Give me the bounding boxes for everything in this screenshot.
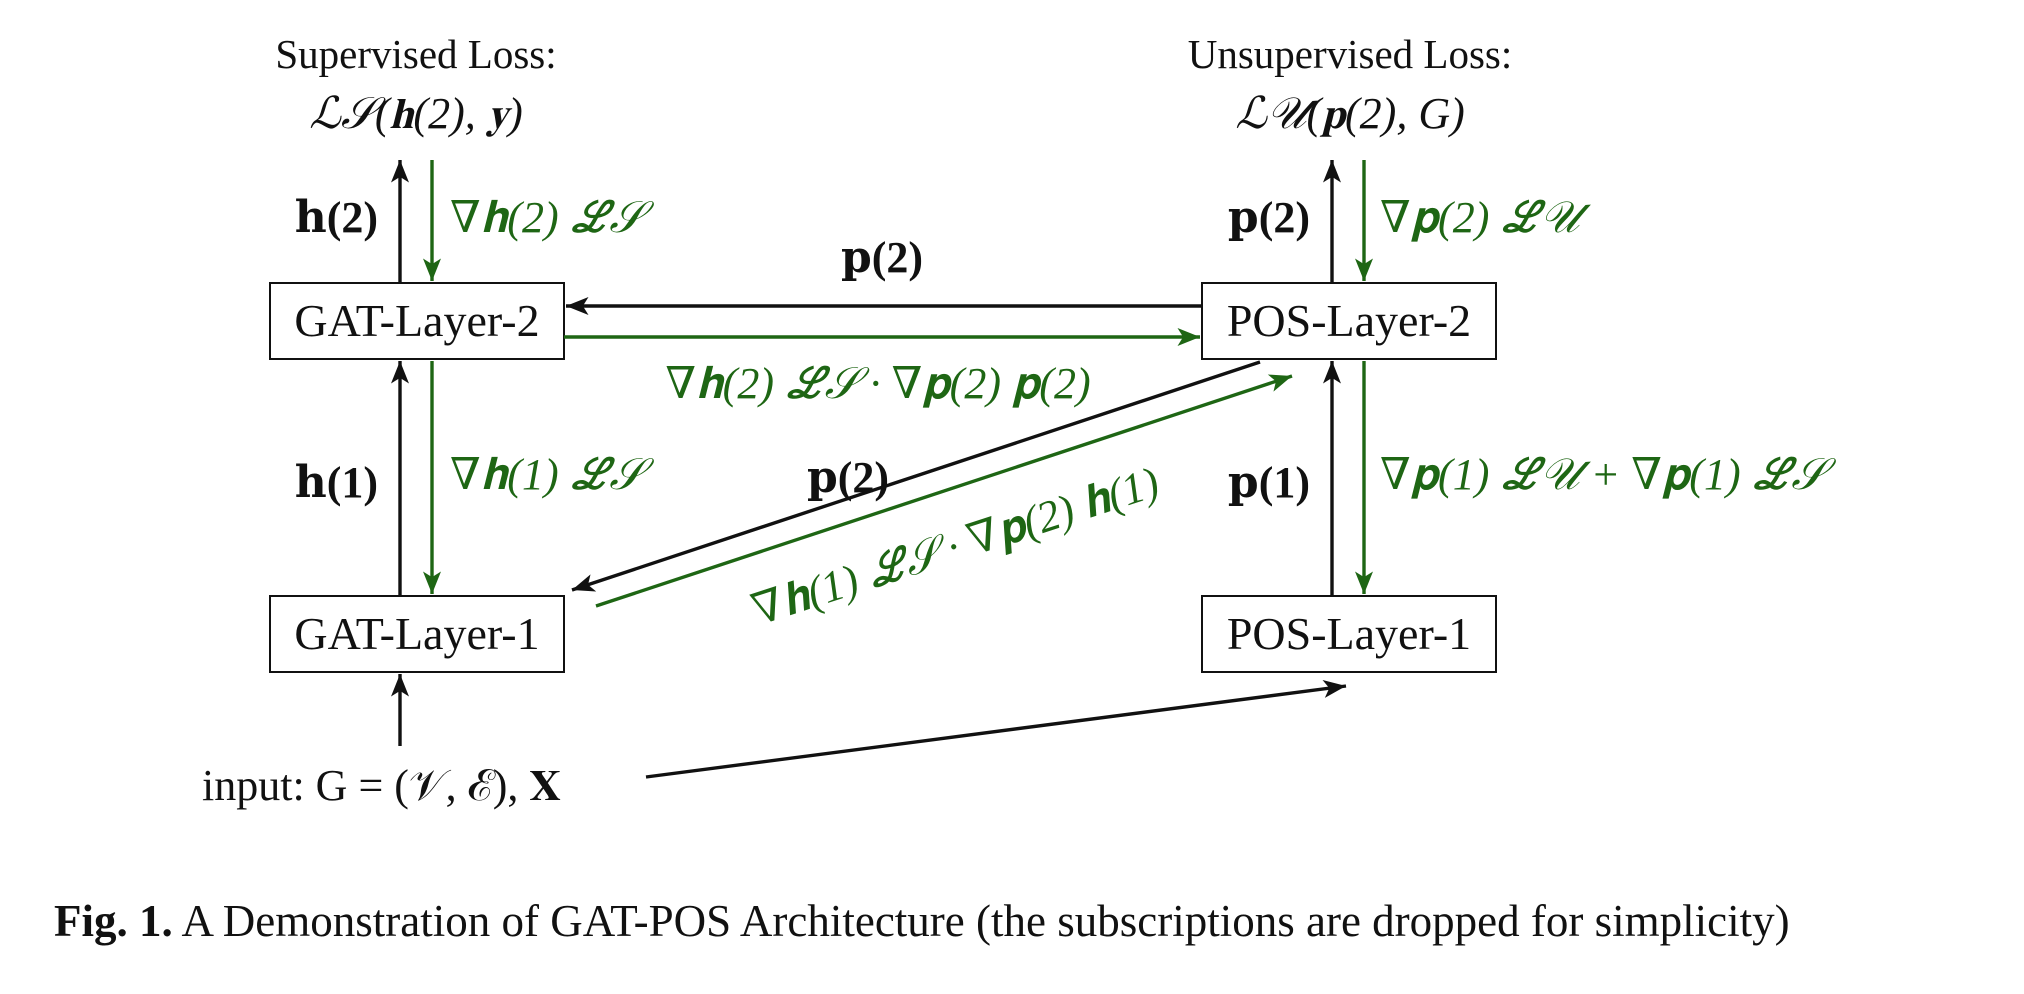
label-grad-h1: ∇𝐡(1) ℒ𝒮 xyxy=(450,450,654,499)
pos-layer-2-box: POS-Layer-2 xyxy=(1201,282,1497,360)
pos-layer-1-label: POS-Layer-1 xyxy=(1227,608,1471,659)
pos-layer-2-label: POS-Layer-2 xyxy=(1227,295,1471,346)
pos-layer-1-box: POS-Layer-1 xyxy=(1201,595,1497,673)
gat-layer-2-box: GAT-Layer-2 xyxy=(269,282,565,360)
label-p1: 𝐩(1) xyxy=(1228,458,1310,507)
gat-layer-1-label: GAT-Layer-1 xyxy=(294,608,539,659)
unsupervised-loss-formula: ℒ𝒰(𝐩(2), G) xyxy=(1235,89,1465,138)
caption-text: A Demonstration of GAT-POS Architecture … xyxy=(181,896,1790,946)
arrow-pos2-to-gat1 xyxy=(571,360,1261,592)
caption-label: Fig. 1. xyxy=(54,896,173,946)
arrow-input-to-pos1 xyxy=(645,679,1347,779)
arrow-grad-gat1-to-pos2 xyxy=(595,374,1293,608)
gat-layer-2-label: GAT-Layer-2 xyxy=(294,295,539,346)
unsupervised-loss-title: Unsupervised Loss: xyxy=(1188,31,1513,77)
figure-caption: Fig. 1. A Demonstration of GAT-POS Archi… xyxy=(54,895,1790,947)
input-label: input: G = (𝒱, ℰ), 𝐗 xyxy=(202,761,561,810)
label-p2-horizontal: 𝐩(2) xyxy=(841,233,923,282)
gat-layer-1-box: GAT-Layer-1 xyxy=(269,595,565,673)
label-grad-h2: ∇𝐡(2) ℒ𝒮 xyxy=(450,193,654,242)
label-h1: 𝐡(1) xyxy=(295,458,378,507)
label-p2-top: 𝐩(2) xyxy=(1228,193,1310,242)
label-grad-cross-h2: ∇𝐡(2) ℒ𝒮 · ∇𝐩(2) 𝐩(2) xyxy=(665,359,1090,408)
label-p2-diagonal: 𝐩(2) xyxy=(807,453,889,502)
supervised-loss-title: Supervised Loss: xyxy=(275,31,556,77)
label-h2: 𝐡(2) xyxy=(295,193,378,242)
supervised-loss-formula: ℒ𝒮(𝐡(2), 𝐲) xyxy=(309,89,523,138)
label-grad-p1: ∇𝐩(1) ℒ𝒰 + ∇𝐩(1) ℒ𝒮 xyxy=(1380,450,1836,499)
label-grad-p2: ∇𝐩(2) ℒ𝒰 xyxy=(1380,193,1591,242)
